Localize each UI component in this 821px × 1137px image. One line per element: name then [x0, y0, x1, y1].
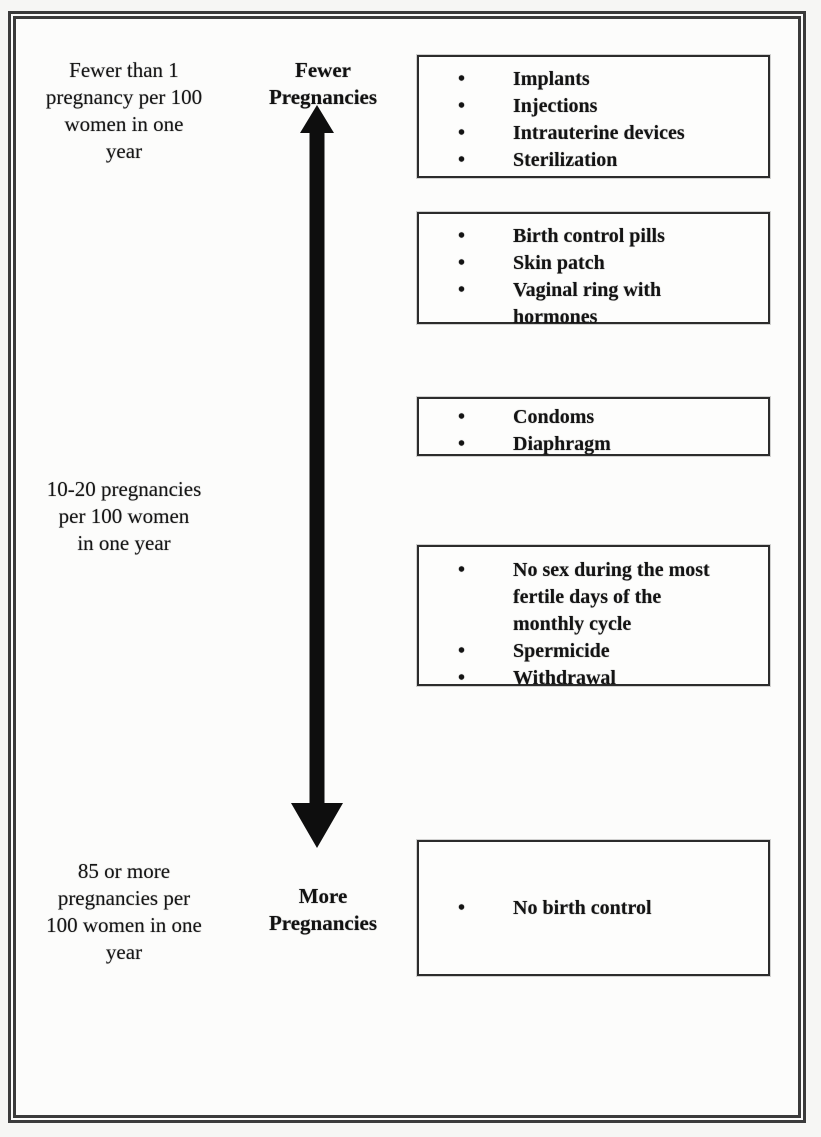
- text-line: 10-20 pregnancies: [46, 477, 202, 501]
- bullet-icon: •: [458, 640, 466, 662]
- text-line: Intrauterine devices: [513, 122, 685, 144]
- list-item: • Vaginal ring with hormones: [419, 277, 768, 331]
- list-item: • Intrauterine devices: [419, 120, 768, 147]
- text-line: Vaginal ring with: [513, 279, 662, 301]
- text-line: in one year: [77, 531, 171, 555]
- list-item: • Condoms: [419, 404, 768, 431]
- method-list: • Implants • Injections • Intrauterine d…: [419, 66, 768, 174]
- text-line: More: [298, 884, 348, 908]
- arrow-shaft: [309, 128, 325, 806]
- text-line: pregnancies per: [57, 886, 191, 910]
- text-line: No birth control: [513, 896, 652, 919]
- rate-label-fewer-than-1: Fewer than 1 pregnancy per 100 women in …: [22, 57, 226, 165]
- text-line: Skin patch: [513, 252, 605, 274]
- text-line: Withdrawal: [513, 667, 616, 689]
- text-line: Condoms: [513, 406, 595, 428]
- list-item: • Sterilization: [419, 147, 768, 174]
- bullet-icon: •: [458, 279, 466, 301]
- axis-label-more-pregnancies: More Pregnancies: [248, 883, 398, 937]
- bullet-icon: •: [458, 433, 466, 455]
- method-list: • Birth control pills • Skin patch • Vag…: [419, 223, 768, 331]
- method-box-no-birth-control: • No birth control: [417, 840, 770, 976]
- rate-label-10-20: 10-20 pregnancies per 100 women in one y…: [22, 476, 226, 557]
- text-line: 100 women in one: [46, 913, 202, 937]
- text-line: Implants: [513, 68, 590, 90]
- text-line: 85 or more: [77, 859, 171, 883]
- list-item: • Withdrawal: [419, 665, 768, 692]
- bullet-icon: •: [458, 667, 466, 689]
- bullet-icon: •: [458, 406, 466, 428]
- text-line: year: [105, 139, 143, 163]
- axis-label-fewer-pregnancies: Fewer Pregnancies: [248, 57, 398, 111]
- up-arrowhead-icon: [300, 105, 334, 133]
- text-line: Fewer: [295, 58, 351, 82]
- list-item: • Skin patch: [419, 250, 768, 277]
- bullet-icon: •: [458, 68, 466, 90]
- text-line: Fewer than 1: [69, 58, 179, 82]
- text-line: monthly cycle: [513, 613, 632, 635]
- method-list: • No birth control: [419, 895, 768, 922]
- method-box-barrier: • Condoms • Diaphragm: [417, 397, 770, 456]
- bullet-icon: •: [458, 149, 466, 171]
- double-arrow-icon: [291, 105, 343, 848]
- text-line: Sterilization: [513, 149, 618, 171]
- bullet-icon: •: [458, 252, 466, 274]
- list-item: • Injections: [419, 93, 768, 120]
- bullet-icon: •: [458, 559, 466, 581]
- text-line: Diaphragm: [513, 433, 611, 455]
- method-box-hormonal: • Birth control pills • Skin patch • Vag…: [417, 212, 770, 328]
- text-line: Spermicide: [513, 640, 610, 662]
- text-line: year: [105, 940, 143, 964]
- list-item: • Spermicide: [419, 638, 768, 665]
- list-item: • Diaphragm: [419, 431, 768, 458]
- list-item: • No sex during the most fertile days of…: [419, 557, 768, 638]
- bullet-icon: •: [458, 896, 466, 919]
- text-line: pregnancy per 100: [45, 85, 203, 109]
- text-line: No sex during the most: [513, 559, 710, 581]
- text-line: Injections: [513, 95, 598, 117]
- list-item: • Implants: [419, 66, 768, 93]
- list-item: • Birth control pills: [419, 223, 768, 250]
- method-box-most-effective: • Implants • Injections • Intrauterine d…: [417, 55, 770, 178]
- bullet-icon: •: [458, 95, 466, 117]
- text-line: Birth control pills: [513, 225, 665, 247]
- text-line: per 100 women: [58, 504, 190, 528]
- rate-label-85-or-more: 85 or more pregnancies per 100 women in …: [22, 858, 226, 966]
- bullet-icon: •: [458, 122, 466, 144]
- text-line: hormones: [513, 306, 598, 328]
- bullet-icon: •: [458, 225, 466, 247]
- text-line: Pregnancies: [268, 85, 378, 109]
- text-line: Pregnancies: [268, 911, 378, 935]
- down-arrowhead-icon: [291, 803, 343, 848]
- method-list: • No sex during the most fertile days of…: [419, 557, 768, 692]
- method-box-behavioral: • No sex during the most fertile days of…: [417, 545, 770, 689]
- method-list: • Condoms • Diaphragm: [419, 404, 768, 458]
- text-line: fertile days of the: [513, 586, 662, 608]
- list-item: • No birth control: [419, 895, 768, 922]
- text-line: women in one: [64, 112, 184, 136]
